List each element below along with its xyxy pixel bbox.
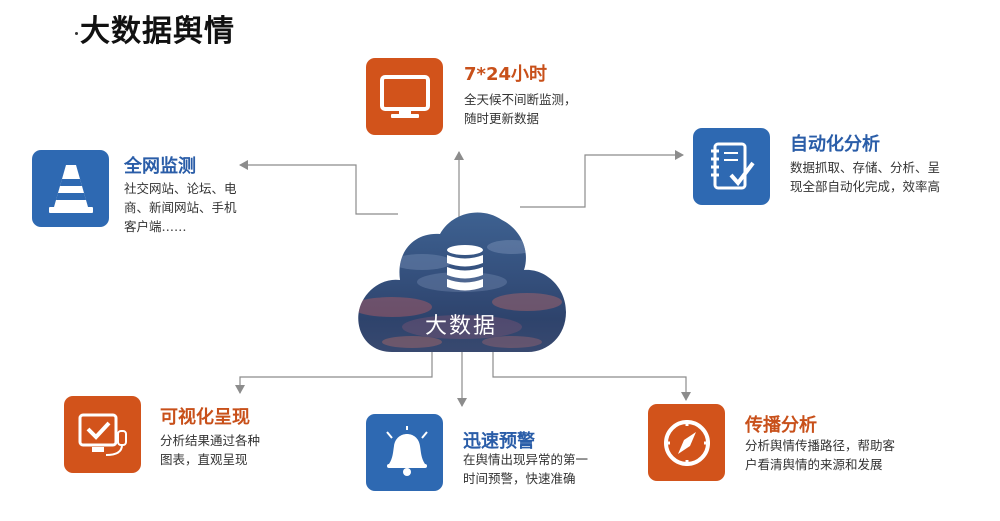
visual-tile (64, 396, 141, 473)
connector-network (239, 160, 398, 215)
spread-desc: 分析舆情传播路径，帮助客 户看清舆情的来源和发展 (745, 438, 896, 472)
page-title: 大数据舆情 (80, 14, 235, 49)
spread-title: 传播分析 (745, 415, 817, 436)
realtime-desc: 全天候不间断监测， 随时更新数据 (464, 92, 577, 126)
realtime-tile (366, 58, 443, 135)
bell-icon (385, 425, 428, 476)
auto-desc: 数据抓取、存储、分析、呈 现全部自动化完成，效率高 (790, 160, 941, 194)
center-cloud (358, 212, 566, 352)
screen-checkmark-icon (78, 413, 127, 456)
monitor-icon (379, 74, 430, 118)
alert-title: 迅速预警 (463, 431, 535, 452)
network-title: 全网监测 (124, 156, 196, 177)
connector-spread (492, 350, 691, 401)
realtime-title: 7*24小时 (464, 64, 547, 85)
center-label: 大数据 (425, 314, 498, 339)
visual-desc: 分析结果通过各种 图表，直观呈现 (160, 433, 261, 467)
traffic-cone-icon (48, 164, 93, 213)
connector-auto (520, 150, 684, 208)
checklist-notebook-icon (710, 142, 755, 189)
database-icon (447, 245, 483, 291)
auto-title: 自动化分析 (790, 134, 880, 155)
auto-tile (693, 128, 770, 205)
visual-title: 可视化呈现 (160, 407, 250, 428)
network-desc: 社交网站、论坛、电 商、新闻网站、手机 客户端…… (124, 181, 237, 234)
spread-tile (648, 404, 725, 481)
network-tile (32, 150, 109, 227)
compass-icon (663, 419, 710, 466)
alert-tile (366, 414, 443, 491)
title-dot (75, 32, 78, 35)
alert-desc: 在舆情出现异常的第一 时间预警，快速准确 (463, 452, 589, 486)
connector-visual (235, 350, 433, 394)
